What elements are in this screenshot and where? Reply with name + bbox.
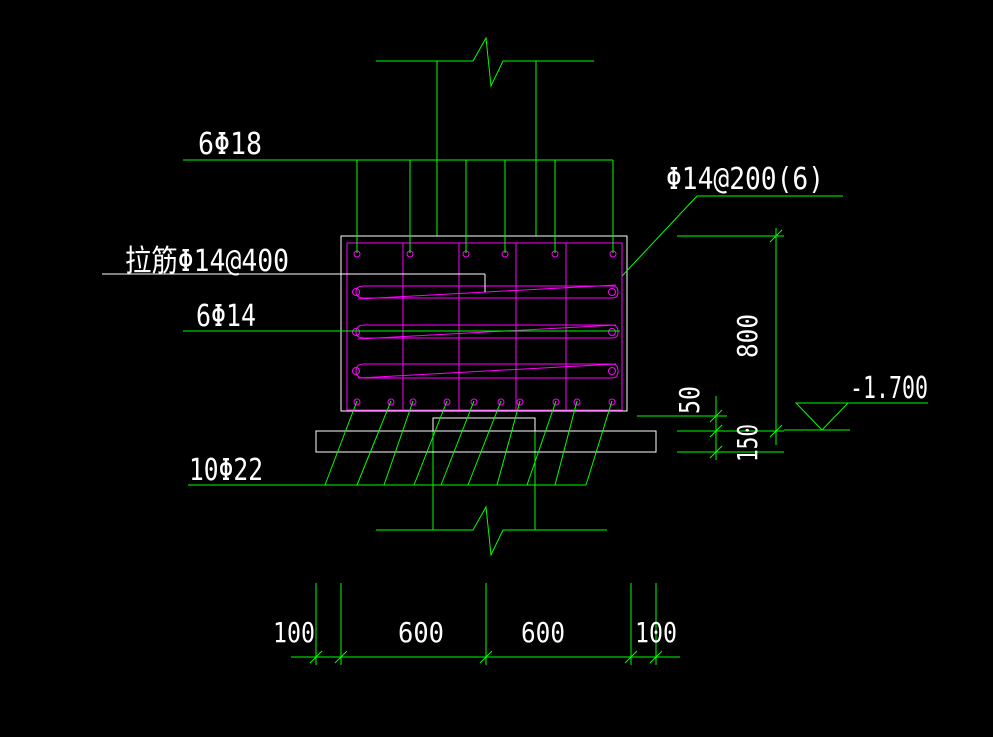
beam-outline [340,235,628,412]
side-bar-dot [352,328,360,336]
bottom-bar-dot [552,398,560,406]
dim-left-edge: 100 [273,616,315,649]
label-top-bars: 6Φ18 [198,127,262,162]
label-stirrups: Φ14@200(6) [666,162,824,197]
top-bars-group [353,250,617,258]
bottom-bar-dot [353,398,361,406]
bottom-bars-group [353,398,616,406]
leader-bottom-bars [188,400,613,486]
leader-top-bars [183,159,614,253]
label-side-bars: 6Φ14 [196,299,256,334]
dim-left-span: 600 [398,616,444,649]
dim-cover-50: 50 [673,386,706,414]
side-bar-dot [352,367,360,375]
cushion-layer [315,430,657,453]
vertical-dimension [637,228,784,460]
side-bar-dot [352,288,360,296]
label-bottom-bars: 10Φ22 [189,453,263,488]
lower-column-break [376,430,607,557]
bottom-bar-dot [608,398,616,406]
bottom-bar-dot [573,398,581,406]
bottom-bar-dot [409,398,417,406]
tie-bars [355,284,619,379]
dim-right-span: 600 [521,616,565,649]
leader-tie-bars [102,273,486,292]
label-tie-bars: 拉筋Φ14@400 [125,244,289,279]
horizontal-dimension [291,583,680,665]
side-bar-dot [608,367,616,375]
stirrups [346,242,623,411]
elevation-mark [784,402,928,431]
side-bars-group [352,288,616,375]
dim-right-edge: 100 [635,616,677,649]
bottom-bar-dot [443,398,451,406]
side-bar-dot [608,288,616,296]
leader-stirrups [621,195,843,277]
upper-column-break [376,36,594,236]
column-in-cushion [432,417,536,432]
bottom-bar-dot [497,398,505,406]
dim-height-800: 800 [731,314,764,358]
side-bar-dot [608,328,616,336]
bottom-bar-dot [516,398,524,406]
dim-cushion-150: 150 [731,424,764,462]
label-elevation: -1.700 [850,371,928,406]
bottom-bar-dot [470,398,478,406]
bottom-bar-dot [387,398,395,406]
